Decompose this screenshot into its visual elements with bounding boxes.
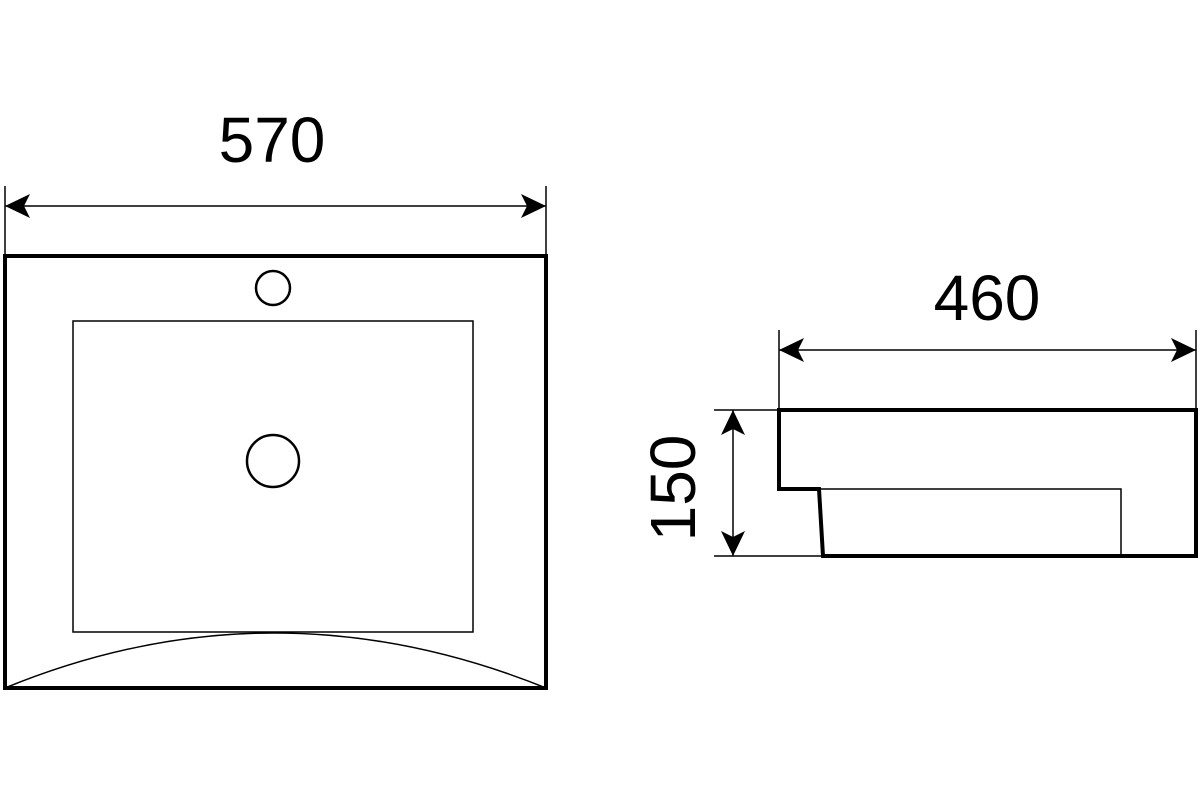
width-dimension: 570	[4, 104, 547, 256]
depth-dimension: 460	[778, 262, 1197, 410]
side-view: 460 150	[637, 262, 1198, 558]
side-view-profile	[777, 408, 1198, 558]
width-arrow-right	[521, 194, 546, 218]
height-label: 150	[637, 435, 709, 542]
side-view-bowl	[819, 488, 1122, 556]
top-view: 570	[3, 104, 548, 690]
depth-arrow-right	[1171, 338, 1196, 362]
drain-hole	[245, 433, 301, 489]
width-label: 570	[219, 104, 326, 176]
front-curve	[4, 632, 547, 689]
top-view-outline	[3, 254, 548, 690]
height-arrow-top	[721, 410, 745, 435]
basin-bowl	[72, 320, 474, 633]
faucet-hole	[254, 269, 292, 307]
width-arrow-left	[5, 194, 30, 218]
depth-label: 460	[934, 262, 1041, 334]
depth-arrow-left	[779, 338, 804, 362]
height-dimension: 150	[637, 409, 823, 557]
height-arrow-bottom	[721, 531, 745, 556]
